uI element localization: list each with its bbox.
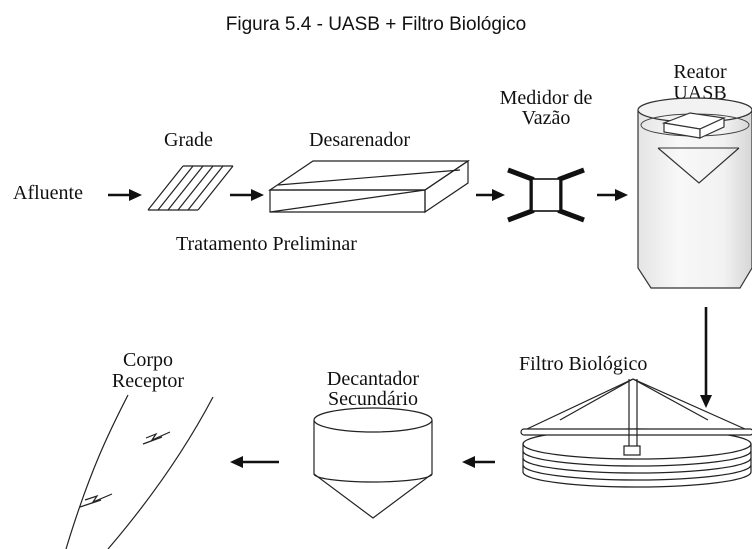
flow-meter-icon: [507, 167, 585, 223]
arrow-afluente-to-grade: [108, 189, 142, 201]
label-desarenador: Desarenador: [309, 129, 410, 151]
label-filtro: Filtro Biológico: [519, 353, 647, 375]
label-corpo-line1: Corpo: [123, 349, 173, 371]
biological-filter-icon: [520, 378, 752, 488]
grade-icon: [147, 165, 234, 211]
label-medidor-line2: Vazão: [522, 107, 571, 129]
label-tratamento-preliminar: Tratamento Preliminar: [176, 233, 357, 255]
arrow-reator-to-filtro: [700, 307, 712, 408]
desarenador-icon: [268, 159, 470, 214]
label-grade: Grade: [164, 129, 213, 151]
label-corpo-line2: Receptor: [112, 370, 185, 392]
arrow-medidor-to-reator: [597, 189, 628, 201]
arrow-desarenador-to-medidor: [476, 189, 505, 201]
arrow-filtro-to-decantador: [462, 456, 495, 468]
figure-title: Figura 5.4 - UASB + Filtro Biológico: [226, 14, 526, 35]
label-decantador-line1: Decantador: [327, 368, 420, 390]
label-reator-line1: Reator: [673, 61, 727, 83]
secondary-clarifier-icon: [313, 407, 433, 519]
label-decantador-line2: Secundário: [328, 388, 418, 410]
receiving-water-body-icon: [65, 394, 214, 549]
arrow-decantador-to-corpo: [230, 456, 279, 468]
label-afluente: Afluente: [13, 182, 83, 204]
label-medidor-line1: Medidor de: [500, 87, 593, 109]
arrow-grade-to-desarenador: [230, 189, 264, 201]
uasb-reactor-icon: [637, 97, 752, 289]
